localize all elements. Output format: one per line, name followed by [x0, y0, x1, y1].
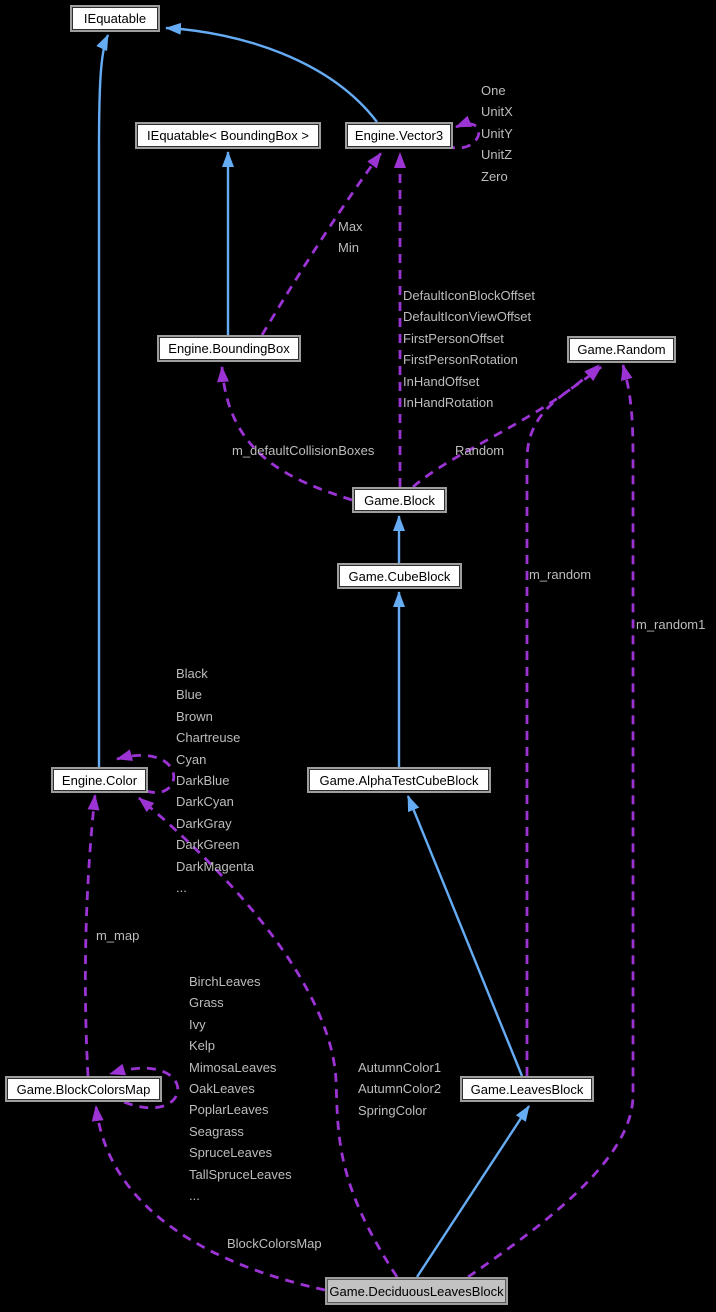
node-engine-color[interactable]: Engine.Color — [51, 767, 148, 793]
usage-edge-vector3-self — [445, 115, 481, 150]
node-game-blockcolorsmap[interactable]: Game.BlockColorsMap — [5, 1076, 162, 1102]
node-label: Engine.BoundingBox — [168, 341, 290, 356]
node-label: Game.CubeBlock — [348, 568, 451, 584]
node-label: Engine.Color — [61, 772, 138, 788]
node-engine-vector3[interactable]: Engine.Vector3 — [345, 122, 453, 149]
node-label: Engine.Vector3 — [354, 128, 444, 143]
usage-edge-leavesblock-to-random — [525, 365, 602, 1076]
node-game-deciduousleavesblock[interactable]: Game.DeciduousLeavesBlock — [325, 1277, 508, 1305]
node-game-random[interactable]: Game.Random — [567, 336, 676, 363]
node-iequatable[interactable]: IEquatable — [70, 5, 160, 32]
usage-edge-boundingbox-to-vector3 — [260, 152, 383, 336]
usage-edge-blockcolorsmap-self — [109, 1063, 180, 1110]
usage-edge-deciduousleavesblock-to-random — [467, 364, 635, 1279]
inheritance-edge-color-to-iequatable — [96, 34, 110, 768]
node-game-cubeblock[interactable]: Game.CubeBlock — [337, 563, 462, 589]
usage-edge-deciduousleavesblock-to-color — [138, 796, 399, 1278]
node-label: Game.AlphaTestCubeBlock — [319, 772, 479, 788]
usage-edge-blockcolorsmap-to-color — [83, 794, 100, 1077]
node-game-alphatestcubeblock[interactable]: Game.AlphaTestCubeBlock — [307, 767, 491, 793]
node-label: Game.Block — [364, 492, 435, 508]
node-label: IEquatable< BoundingBox > — [147, 128, 309, 143]
inheritance-edge-vector3-to-iequatable — [165, 22, 378, 123]
usage-edge-deciduousleavesblock-to-blockcolorsmap — [91, 1105, 326, 1292]
inheritance-edge-deciduousleavesblock-to-leavesblock — [415, 1105, 531, 1278]
inheritance-edge-leavesblock-to-alphatestcubeblock — [406, 795, 524, 1077]
node-label: Game.DeciduousLeavesBlock — [329, 1283, 504, 1299]
node-engine-boundingbox[interactable]: Engine.BoundingBox — [157, 335, 301, 362]
usage-edge-color-self — [116, 749, 176, 794]
node-game-block[interactable]: Game.Block — [352, 487, 447, 513]
node-label: Game.LeavesBlock — [470, 1081, 584, 1097]
node-label: IEquatable — [83, 11, 147, 26]
usage-edge-block-to-boundingbox — [217, 366, 353, 502]
node-label: Game.Random — [577, 342, 666, 357]
node-iequatable-boundingbox[interactable]: IEquatable< BoundingBox > — [135, 122, 321, 149]
node-game-leavesblock[interactable]: Game.LeavesBlock — [460, 1076, 594, 1102]
usage-edge-block-to-random — [412, 364, 600, 489]
node-label: Game.BlockColorsMap — [16, 1081, 151, 1097]
